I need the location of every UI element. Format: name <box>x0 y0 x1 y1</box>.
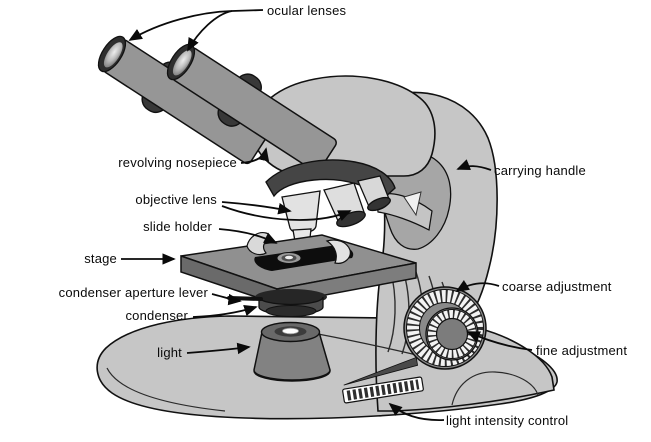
adjustment-knobs <box>403 286 487 370</box>
objective-lens-arrow-2 <box>221 205 352 221</box>
label-light-intensity-control: light intensity control <box>446 413 568 428</box>
ocular-lenses-arrow-right <box>187 10 233 52</box>
label-light: light <box>157 345 182 360</box>
callout-arrows <box>121 9 533 421</box>
condenser-arrow <box>192 304 258 318</box>
label-carrying-handle: carrying handle <box>494 163 586 178</box>
label-ocular-lenses: ocular lenses <box>267 3 346 18</box>
slide-holder-arrow <box>218 228 278 244</box>
ocular-lenses-arrow-left <box>128 10 233 41</box>
revolving-nosepiece-arrow <box>240 147 270 164</box>
coarse-adjustment-arrow <box>455 279 500 292</box>
label-revolving-nosepiece: revolving nosepiece <box>118 155 237 170</box>
ocular-lenses-leader <box>231 9 264 12</box>
label-stage: stage <box>84 251 117 266</box>
fine-adjustment-arrow <box>466 331 533 351</box>
revolving-nosepiece <box>265 159 396 202</box>
light-intensity-wheel <box>342 356 424 404</box>
label-condenser-aperture-lever: condenser aperture lever <box>59 285 209 300</box>
condenser-aperture-lever-arrow <box>211 293 242 306</box>
light-housing <box>253 321 331 382</box>
light-arrow <box>186 342 251 355</box>
slide-holder-clip-right <box>325 239 351 264</box>
labels: ocular lenses revolving nosepiece object… <box>59 3 627 428</box>
aperture-lever <box>227 296 263 301</box>
eyepiece-right <box>166 43 337 173</box>
label-coarse-adjustment: coarse adjustment <box>502 279 612 294</box>
objective-lens-arrow-1 <box>221 201 292 215</box>
stage-opening <box>254 245 354 271</box>
light-intensity-control-arrow <box>388 402 445 421</box>
carrying-handle-arrow <box>456 159 492 171</box>
objective-front <box>281 190 321 234</box>
microscope-illustration <box>96 35 558 420</box>
label-fine-adjustment: fine adjustment <box>536 343 627 358</box>
label-condenser: condenser <box>125 308 188 323</box>
label-objective-lens: objective lens <box>135 192 217 207</box>
label-slide-holder: slide holder <box>143 219 212 234</box>
